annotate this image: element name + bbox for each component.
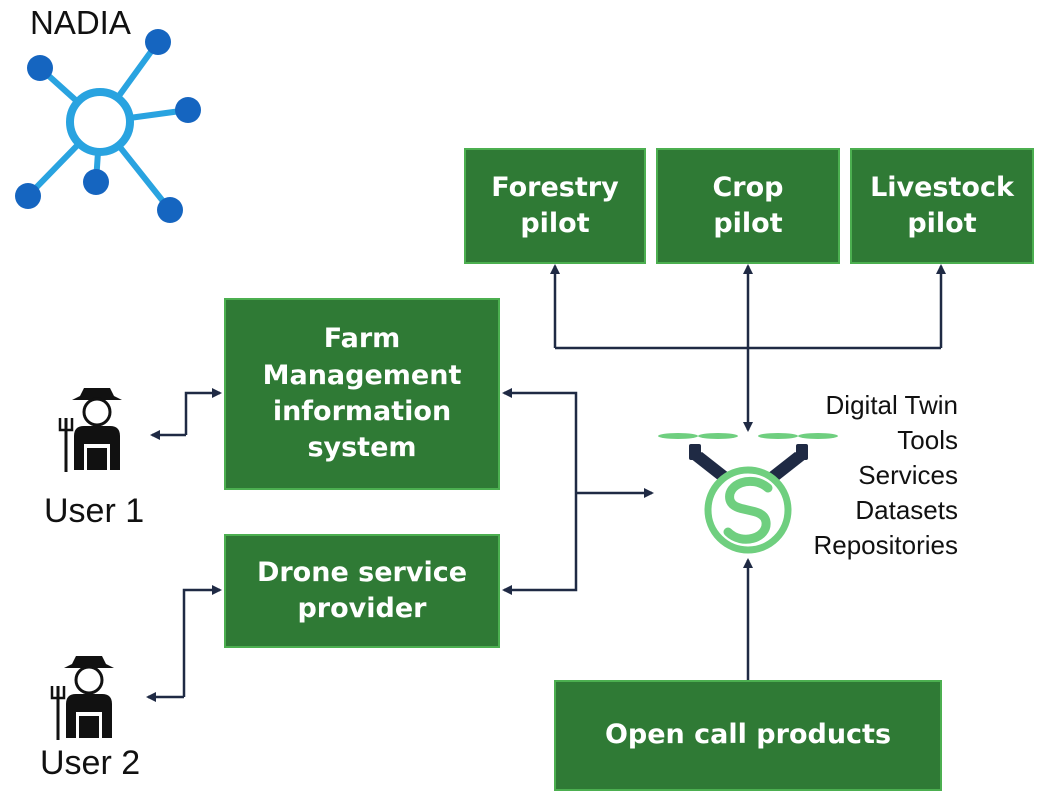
livestock-line1: Livestock xyxy=(870,171,1014,203)
crop-line1: Crop xyxy=(712,171,784,203)
arrow-user1-to-fmis xyxy=(184,388,222,435)
user2-label: User 2 xyxy=(40,744,141,782)
drone-line1: Drone service xyxy=(256,556,468,588)
arrow-to-fmis xyxy=(502,388,578,493)
forestry-line2: pilot xyxy=(520,208,590,239)
farmer-icon xyxy=(58,388,122,472)
arrow-user2-to-drone xyxy=(182,585,222,697)
crop-line2: pilot xyxy=(713,208,783,239)
livestock-pilot-box: Livestock pilot xyxy=(850,148,1034,264)
logo-text: NADIA xyxy=(30,4,131,41)
feature-tools: Tools xyxy=(897,425,958,455)
forestry-line1: Forestry xyxy=(491,171,619,203)
feature-digital-twin: Digital Twin xyxy=(825,390,958,420)
fmis-line1: Farm xyxy=(323,323,401,355)
drone-line2: provider xyxy=(297,593,427,624)
arrow-to-drone xyxy=(502,493,578,595)
platform-feature-list: Digital Twin Tools Services Datasets Rep… xyxy=(813,388,958,563)
drone-platform-icon xyxy=(658,433,838,554)
drone-provider-box: Drone service provider xyxy=(224,534,500,648)
nadia-logo-icon xyxy=(15,29,201,223)
fmis-line4: system xyxy=(307,432,417,464)
farmer-icon xyxy=(50,656,114,740)
crop-pilot-box: Crop pilot xyxy=(656,148,840,264)
feature-datasets: Datasets xyxy=(855,495,958,525)
livestock-line2: pilot xyxy=(907,208,977,239)
open-call-label: Open call products xyxy=(604,719,892,751)
user1-label: User 1 xyxy=(44,492,145,530)
forestry-pilot-box: Forestry pilot xyxy=(464,148,646,264)
feature-services: Services xyxy=(858,460,958,490)
open-call-box: Open call products xyxy=(554,680,942,791)
connectors xyxy=(146,264,946,702)
fmis-box: Farm Management information system xyxy=(224,298,500,490)
fmis-line3: information xyxy=(272,396,452,427)
feature-repositories: Repositories xyxy=(813,530,958,560)
fmis-line2: Management xyxy=(262,359,462,391)
